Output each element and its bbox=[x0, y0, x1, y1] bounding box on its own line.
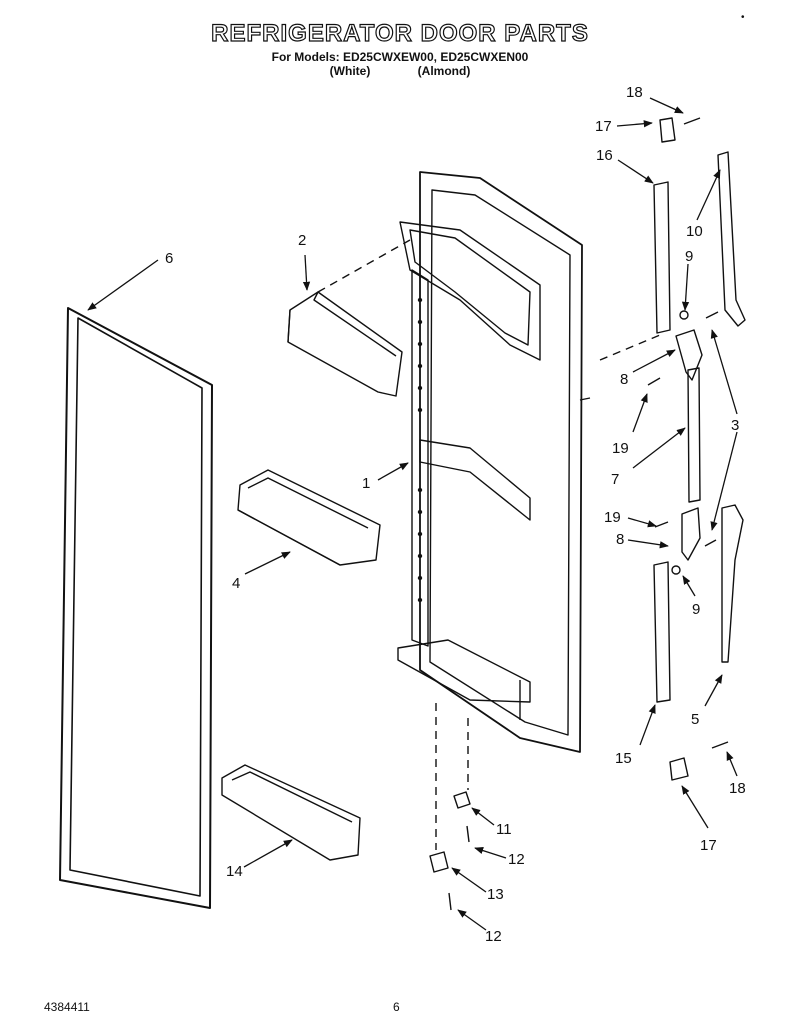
part-door-liner bbox=[397, 171, 591, 753]
model-variants: (White) (Almond) bbox=[0, 64, 800, 78]
callout-10: 10 bbox=[686, 223, 703, 240]
callout-18-lower: 18 bbox=[729, 780, 746, 797]
callout-17-top: 17 bbox=[595, 118, 612, 135]
page-number: 6 bbox=[393, 1000, 400, 1014]
callout-7: 7 bbox=[611, 471, 619, 488]
callout-16: 16 bbox=[596, 147, 613, 164]
callout-18-top: 18 bbox=[626, 84, 643, 101]
callout-5: 5 bbox=[691, 711, 699, 728]
page-title: REFRIGERATOR DOOR PARTS bbox=[211, 19, 589, 47]
part-door-shelf bbox=[237, 469, 381, 566]
callout-14: 14 bbox=[226, 863, 243, 880]
callout-4: 4 bbox=[232, 575, 240, 592]
part-handle-trims bbox=[717, 151, 746, 663]
callout-12-upper: 12 bbox=[508, 851, 525, 868]
corner-mark: • bbox=[741, 12, 745, 23]
callout-13: 13 bbox=[487, 886, 504, 903]
callout-9-lower: 9 bbox=[692, 601, 700, 618]
callout-3: 3 bbox=[731, 417, 739, 434]
part-bottom-shelf bbox=[221, 764, 361, 861]
callout-9-upper: 9 bbox=[685, 248, 693, 265]
variant-white: (White) bbox=[329, 64, 371, 78]
models-line: For Models: ED25CWXEW00, ED25CWXEN00 bbox=[271, 50, 529, 64]
alignment-lines bbox=[317, 239, 661, 850]
callout-arrows bbox=[87, 97, 738, 931]
callout-19-lower: 19 bbox=[604, 509, 621, 526]
document-number: 4384411 bbox=[44, 1000, 90, 1014]
liner-holes bbox=[417, 297, 423, 603]
callout-12-lower: 12 bbox=[485, 928, 502, 945]
callout-2: 2 bbox=[298, 232, 306, 249]
callout-8-lower: 8 bbox=[616, 531, 624, 548]
part-handle-brackets bbox=[671, 310, 703, 575]
callout-17-lower: 17 bbox=[700, 837, 717, 854]
part-end-caps bbox=[659, 117, 729, 781]
part-gasket bbox=[59, 307, 213, 909]
part-handle-strips bbox=[653, 181, 701, 703]
callout-8-upper: 8 bbox=[620, 371, 628, 388]
callout-1: 1 bbox=[362, 475, 370, 492]
callout-11: 11 bbox=[496, 821, 512, 838]
callout-labels: 18 17 16 10 9 8 19 3 7 19 8 9 5 15 18 17… bbox=[165, 84, 746, 945]
callout-15: 15 bbox=[615, 750, 632, 767]
part-screws bbox=[647, 311, 719, 547]
variant-almond: (Almond) bbox=[417, 64, 471, 78]
part-hinge bbox=[429, 791, 471, 911]
callout-19-upper: 19 bbox=[612, 440, 629, 457]
part-dairy-door bbox=[287, 291, 403, 397]
callout-6: 6 bbox=[165, 250, 173, 267]
